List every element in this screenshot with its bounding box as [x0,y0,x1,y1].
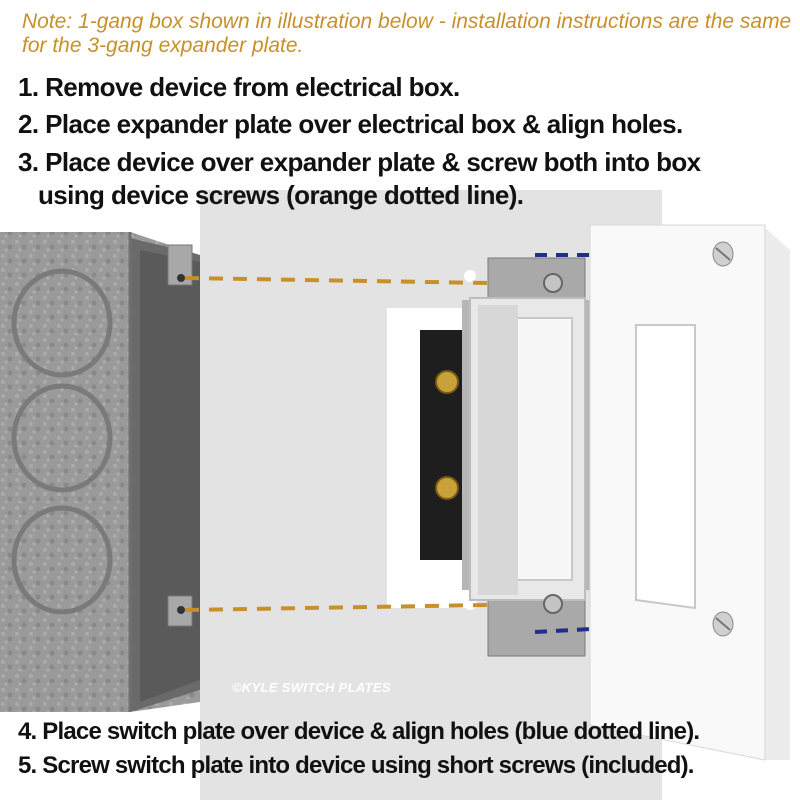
knockout-icon [11,268,113,615]
switch-device [420,257,600,657]
box-ear-top [167,244,193,286]
electrical-box [0,232,200,712]
step-1: 1. Remove device from electrical box. [18,72,460,102]
plate-screw-icon [712,241,734,637]
switch-plate [589,224,790,761]
step-5: 5. Screw switch plate into device using … [18,752,694,779]
step-4: 4. Place switch plate over device & alig… [18,718,700,745]
terminal-screw-icon [435,370,459,500]
copyright-watermark: ©KYLE SWITCH PLATES [232,680,391,695]
step-3-continued: using device screws (orange dotted line)… [38,180,524,210]
orange-dotted-line [184,276,551,612]
step-3: 3. Place device over expander plate & sc… [18,147,701,177]
installation-note: Note: 1-gang box shown in illustration b… [22,10,792,57]
step-2: 2. Place expander plate over electrical … [18,109,683,139]
